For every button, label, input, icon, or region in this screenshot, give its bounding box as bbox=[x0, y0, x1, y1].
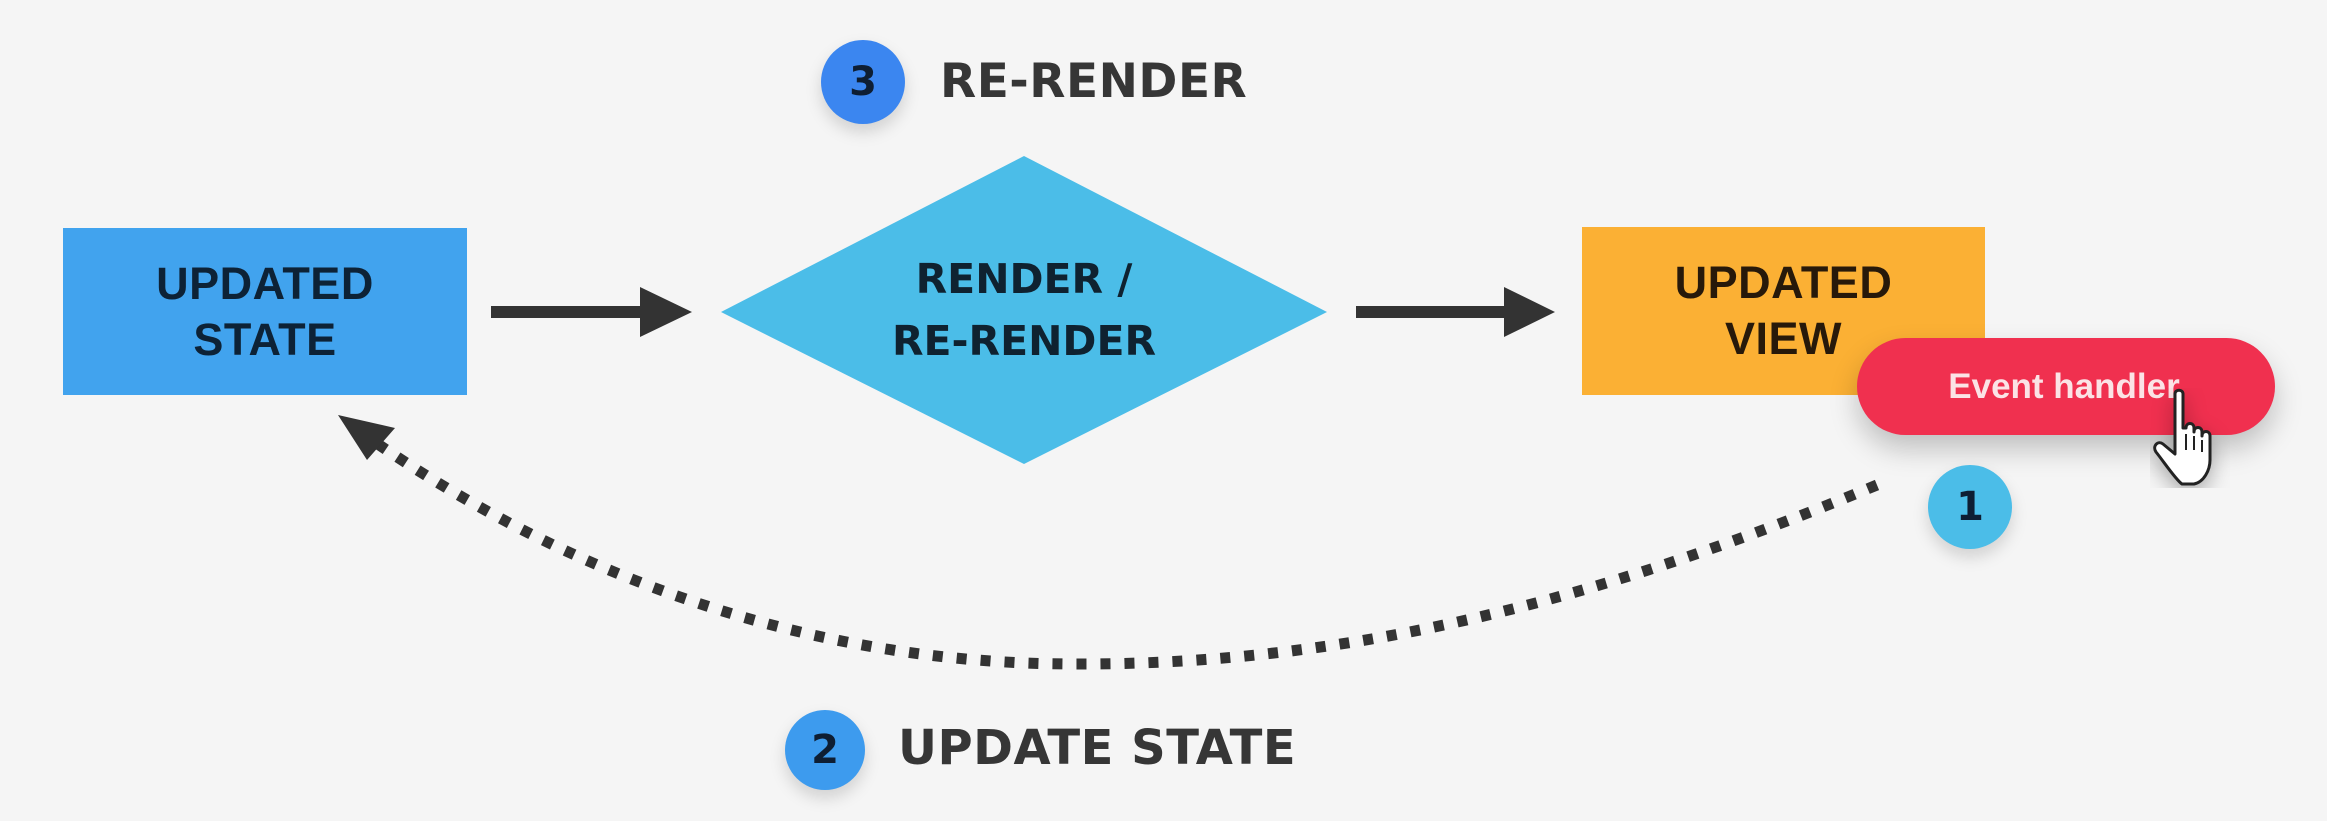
render-node-label: RENDER / RE-RENDER bbox=[824, 248, 1224, 372]
step-2-badge: 2 bbox=[785, 710, 865, 790]
step-3-label: RE-RENDER bbox=[940, 54, 1248, 109]
step-3-number: 3 bbox=[849, 59, 877, 105]
step-3-badge: 3 bbox=[821, 40, 905, 124]
updated-view-line1: UPDATED bbox=[1674, 257, 1893, 308]
updated-view-node: UPDATED VIEW bbox=[1582, 227, 1985, 395]
updated-state-line2: STATE bbox=[193, 313, 337, 365]
step-2-number: 2 bbox=[811, 727, 839, 773]
step-1-badge: 1 bbox=[1928, 465, 2012, 549]
arrow-render-to-view bbox=[1356, 287, 1555, 337]
step-1-number: 1 bbox=[1956, 484, 1984, 530]
render-line1: RENDER / bbox=[915, 255, 1133, 303]
render-line2: RE-RENDER bbox=[891, 317, 1157, 365]
step-2-label: UPDATE STATE bbox=[898, 720, 1297, 776]
updated-state-line1: UPDATED bbox=[156, 257, 374, 309]
event-handler-label: Event handler bbox=[1948, 366, 2180, 406]
arrow-state-to-render bbox=[491, 287, 692, 337]
hand-pointer-icon bbox=[2153, 388, 2212, 486]
updated-view-line2: VIEW bbox=[1724, 313, 1842, 364]
updated-state-node: UPDATED STATE bbox=[63, 228, 467, 395]
event-handler-button[interactable]: Event handler bbox=[1857, 338, 2275, 435]
dotted-arrow-view-to-state bbox=[338, 415, 1880, 670]
render-diamond bbox=[721, 156, 1327, 464]
